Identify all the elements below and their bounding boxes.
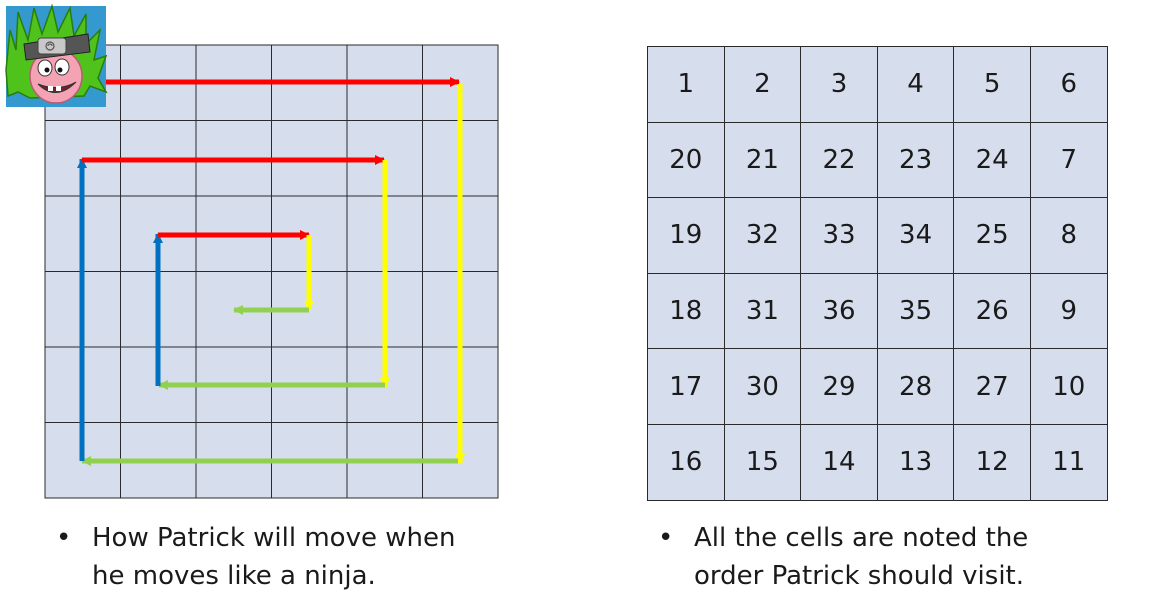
grid-cell: 16	[647, 423, 725, 501]
grid-cell: 12	[953, 423, 1031, 501]
grid-cell: 32	[723, 197, 802, 274]
caption-right-text: All the cells are noted the order Patric…	[694, 519, 1028, 595]
grid-cell: 23	[876, 121, 955, 199]
caption-left-text: How Patrick will move when he moves like…	[92, 519, 455, 595]
grid-cell: 27	[953, 348, 1031, 425]
grid-cell: 21	[723, 121, 802, 199]
grid-cell: 13	[876, 423, 955, 501]
bullet-icon: •	[658, 523, 674, 553]
patrick-ninja-avatar	[5, 3, 108, 107]
grid-cell: 2	[723, 46, 802, 123]
grid-cell: 10	[1029, 348, 1108, 425]
bullet-icon: •	[56, 523, 72, 553]
caption-left: • How Patrick will move when he moves li…	[56, 519, 506, 595]
grid-row: 17 30 29 28 27 10	[647, 348, 1108, 425]
grid-row: 20 21 22 23 24 7	[647, 121, 1108, 199]
grid-cell: 7	[1029, 121, 1108, 199]
caption-line: All the cells are noted the	[694, 523, 1029, 553]
grid-cell: 1	[647, 46, 725, 123]
spiral-path-diagram	[5, 3, 499, 499]
arrows	[77, 77, 465, 466]
grid-cell: 36	[800, 272, 878, 350]
grid-cell: 9	[1029, 272, 1108, 350]
grid-cell: 26	[953, 272, 1031, 350]
grid-cell: 4	[876, 46, 955, 123]
grid-cell: 11	[1029, 423, 1108, 501]
grid-row: 16 15 14 13 12 11	[647, 423, 1108, 501]
grid-cell: 33	[800, 197, 878, 274]
grid-cell: 6	[1029, 46, 1108, 123]
grid-cell: 20	[647, 121, 725, 199]
caption-line: he moves like a ninja.	[92, 561, 376, 591]
grid-cell: 31	[723, 272, 802, 350]
grid-cell: 24	[953, 121, 1031, 199]
grid-cell: 18	[647, 272, 725, 350]
grid-row: 18 31 36 35 26 9	[647, 272, 1108, 350]
grid-cell: 30	[723, 348, 802, 425]
grid-cell: 5	[953, 46, 1031, 123]
grid-cell: 34	[876, 197, 955, 274]
order-grid: 1 2 3 4 5 6 20 21 22 23 24 7 19 32 33 34…	[647, 46, 1108, 501]
grid-cell: 25	[953, 197, 1031, 274]
caption-right: • All the cells are noted the order Patr…	[658, 519, 1108, 595]
caption-line: order Patrick should visit.	[694, 561, 1025, 591]
left-grid	[44, 44, 499, 499]
grid-cell: 22	[800, 121, 878, 199]
grid-cell: 14	[800, 423, 878, 501]
grid-row: 19 32 33 34 25 8	[647, 197, 1108, 274]
grid-cell: 28	[876, 348, 955, 425]
grid-cell: 19	[647, 197, 725, 274]
grid-row: 1 2 3 4 5 6	[647, 46, 1108, 123]
grid-cell: 29	[800, 348, 878, 425]
caption-line: How Patrick will move when	[92, 523, 456, 553]
grid-cell: 15	[723, 423, 802, 501]
grid-cell: 8	[1029, 197, 1108, 274]
grid-cell: 35	[876, 272, 955, 350]
grid-cell: 3	[800, 46, 878, 123]
grid-cell: 17	[647, 348, 725, 425]
